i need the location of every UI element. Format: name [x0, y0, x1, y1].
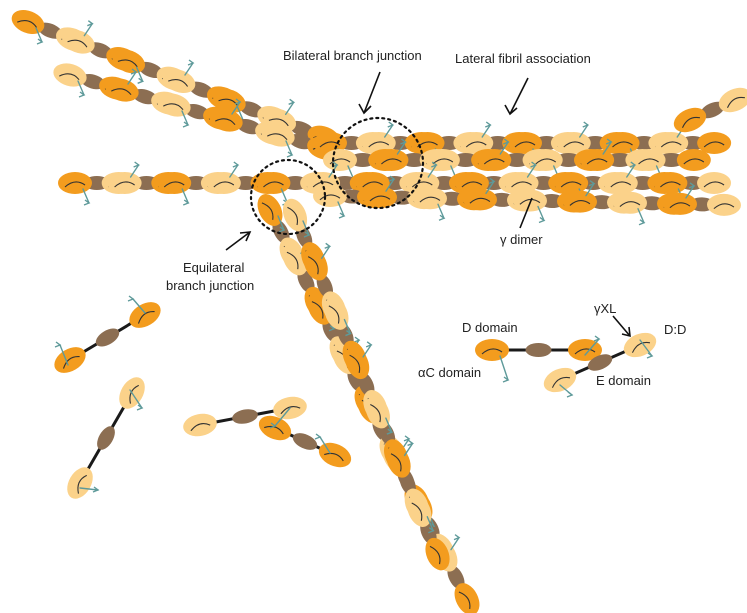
e-domain: [93, 325, 122, 350]
d-domain: [426, 149, 460, 171]
d-domain: [108, 172, 142, 194]
d-domain: [323, 149, 357, 171]
d-domain: [604, 172, 638, 194]
alpha-c-tip: [315, 434, 320, 439]
d-domain: [51, 60, 90, 91]
alpha-c-tip: [128, 296, 133, 301]
d-domain: [62, 463, 98, 503]
d-domain: [475, 339, 509, 361]
bilateral-branch-junction-label: Bilateral branch junction: [283, 48, 422, 63]
d-domain: [620, 328, 660, 362]
alpha-c-domain-label: αC domain: [418, 365, 481, 380]
d-domain: [315, 438, 355, 472]
alpha-c-tip: [55, 342, 60, 347]
e-domain: [93, 423, 118, 453]
bilateral-arrow: [364, 72, 380, 113]
e-domain-label: E domain: [596, 373, 651, 388]
fibrin-strands: [8, 6, 747, 613]
alpha-c-tip: [567, 392, 572, 397]
d-domain: [653, 172, 687, 194]
d-domain: [477, 149, 511, 171]
d-domain: [256, 172, 290, 194]
d-domain: [677, 149, 711, 171]
gamma-dimer-label: γ dimer: [500, 232, 543, 247]
e-domain: [526, 343, 552, 357]
d-domain: [207, 172, 241, 194]
e-domain: [231, 407, 259, 426]
lateral-arrow: [510, 78, 528, 114]
e-domain: [290, 430, 319, 453]
lateral-arrow-head: [505, 105, 517, 114]
d-domain-label: D domain: [462, 320, 518, 335]
d-domain: [374, 149, 408, 171]
d-domain: [157, 172, 191, 194]
gxl-arrow: [613, 316, 630, 336]
dd-label: D:D: [664, 322, 686, 337]
d-domain: [181, 411, 218, 439]
d-domain: [654, 132, 688, 154]
gamma-xl-label: γXL: [594, 301, 616, 316]
d-domain: [697, 172, 731, 194]
d-domain: [580, 149, 614, 171]
d-domain: [125, 297, 165, 333]
alpha-c-chain: [500, 356, 508, 380]
d-domain: [707, 193, 741, 216]
d-domain: [540, 363, 580, 397]
d-domain: [58, 172, 92, 194]
d-domain: [632, 149, 666, 171]
lateral-fibril-association-label: Lateral fibril association: [455, 51, 591, 66]
equilateral-label-line1: Equilateral: [183, 260, 245, 275]
equilateral-label-line2: branch junction: [166, 278, 254, 293]
alpha-c-tip: [647, 353, 652, 358]
